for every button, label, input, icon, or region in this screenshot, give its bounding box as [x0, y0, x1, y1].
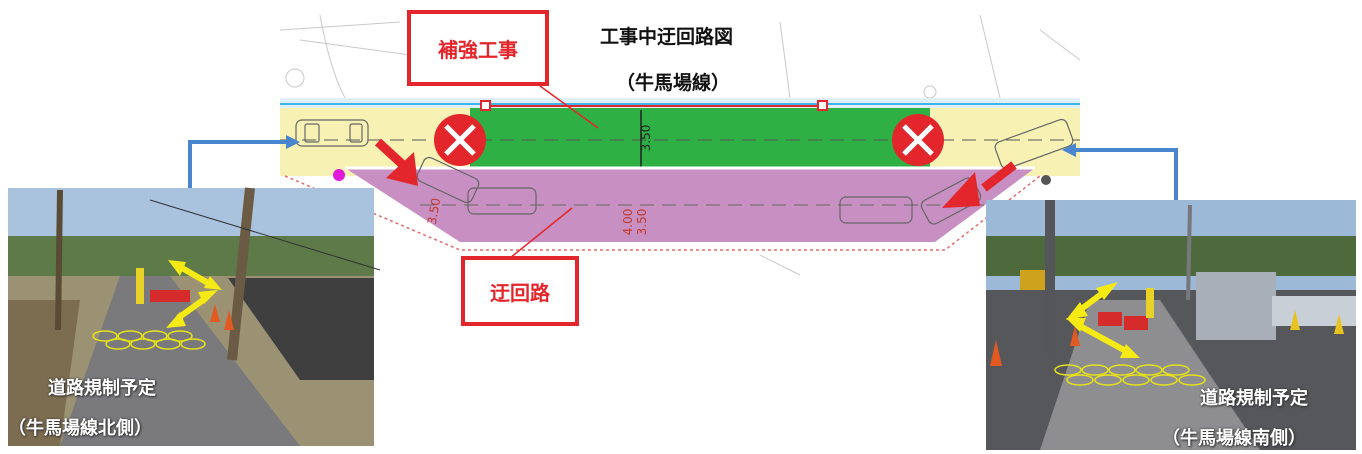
south-caption-line2: （牛馬場線南側） [1162, 428, 1306, 449]
north-caption-line2: （牛馬場線北側） [8, 418, 152, 439]
detour-label: 迂回路 [461, 256, 579, 326]
detour-width-total: 4.00 [621, 209, 635, 236]
closure-marker-right [892, 114, 944, 166]
north-caption-line1: 道路規制予定 [48, 378, 156, 399]
detour-outline [284, 175, 1041, 251]
closure-marker-left [434, 114, 486, 166]
diagram-subtitle: （牛馬場線） [616, 72, 731, 94]
bar-end-right [817, 100, 828, 111]
vehicles [295, 118, 1074, 225]
survey-point-right [1041, 175, 1051, 185]
detour-pointer [509, 207, 573, 259]
lane-width-label: 3.50 [639, 125, 653, 152]
photo-north [8, 187, 381, 446]
reinforcement-pointer [539, 85, 599, 129]
detour-arrow-right [942, 161, 1017, 208]
reinforcement-label: 補強工事 [407, 10, 549, 86]
connector-south [1062, 143, 1178, 200]
survey-point [333, 169, 345, 181]
photo-south [986, 200, 1356, 450]
closed-lane [470, 108, 930, 170]
plan-background-lines [279, 14, 1081, 276]
diagram-title: 工事中迂回路図 [600, 26, 734, 48]
connector-north [188, 135, 300, 188]
detour-arrow-left [374, 138, 418, 186]
detour-width-inner: 3.50 [635, 209, 649, 236]
bar-end-left [480, 100, 491, 111]
south-caption-line1: 道路規制予定 [1200, 388, 1308, 409]
detour-width-left: 3.50 [425, 197, 443, 226]
